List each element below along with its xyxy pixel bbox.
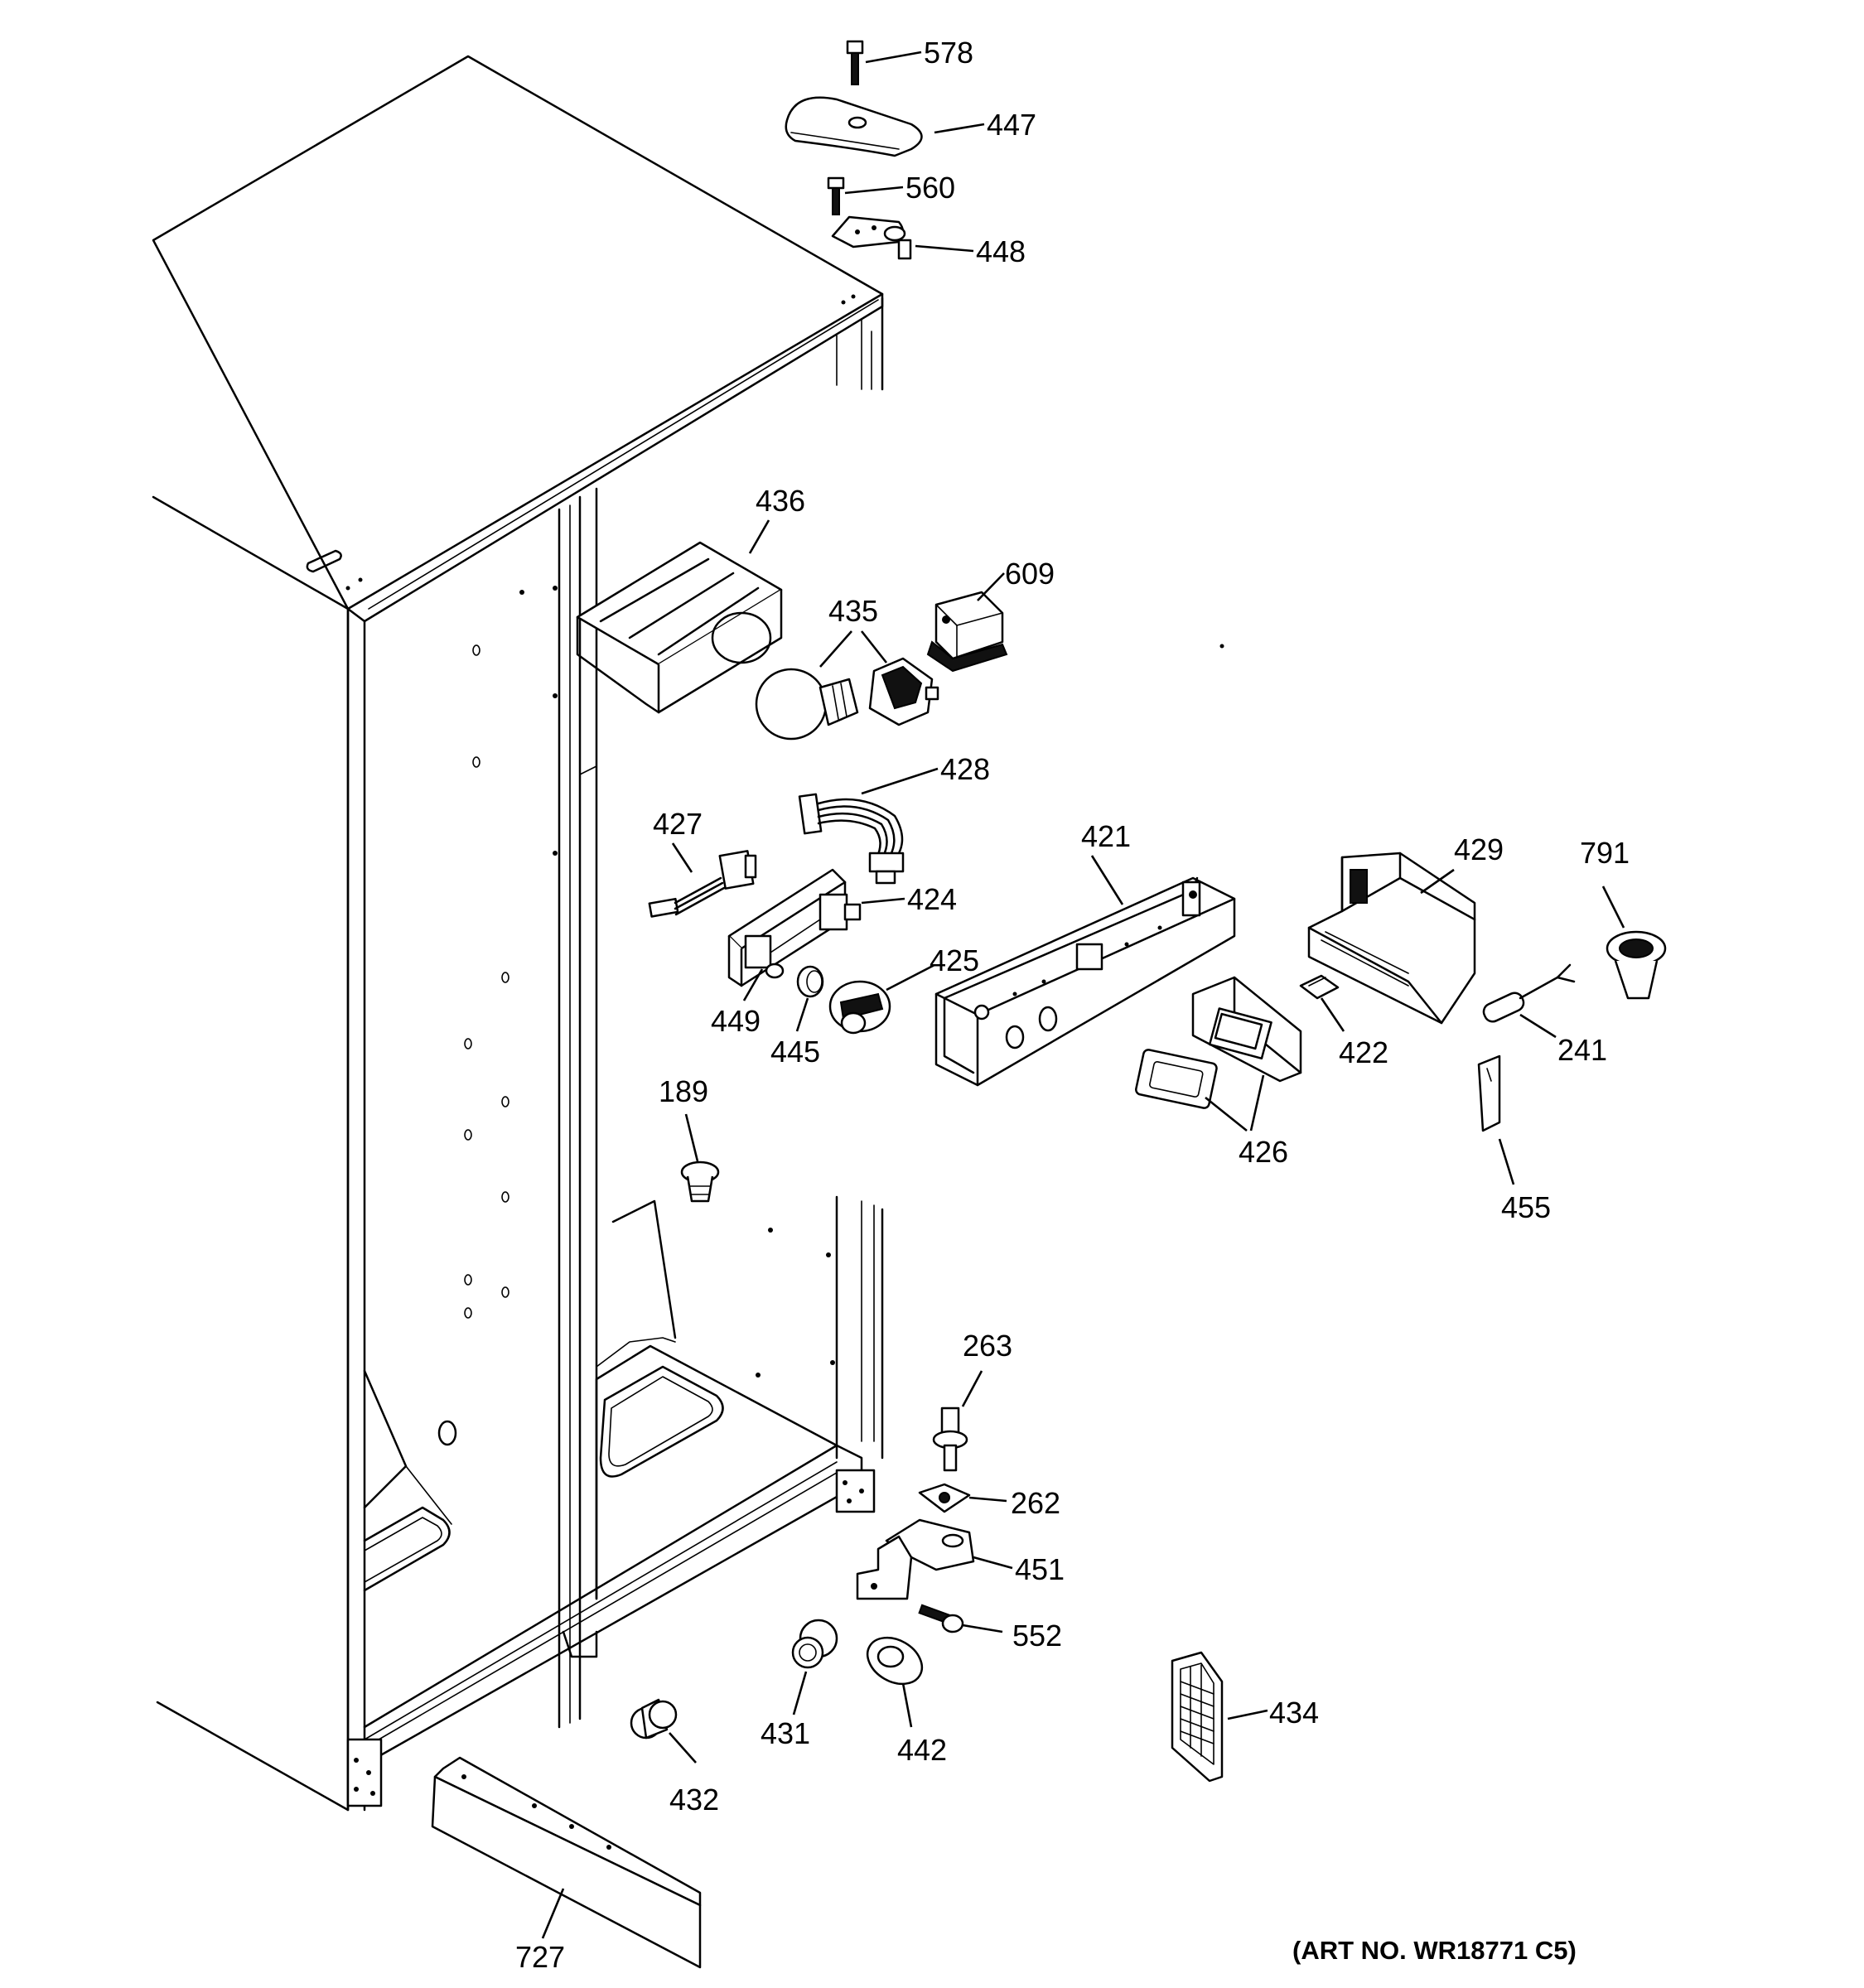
callout-727: 727 [515, 1940, 565, 1974]
part-578-screw [846, 40, 864, 85]
part-432-bushing [630, 1698, 678, 1740]
part-426-dispenser-housing [1191, 976, 1302, 1083]
part-436-light-shield [576, 541, 783, 714]
refrigerator-cabinet [152, 55, 1224, 1812]
callout-422: 422 [1339, 1035, 1388, 1069]
part-431-bushing [791, 1619, 838, 1669]
part-427-wire-harness [648, 850, 757, 918]
callout-560: 560 [905, 171, 955, 205]
callout-432: 432 [669, 1783, 719, 1817]
part-425-control-knob [828, 980, 891, 1035]
callout-241: 241 [1557, 1033, 1607, 1067]
part-262-washer [918, 1483, 971, 1513]
callout-labels: 578 447 560 448 436 609 435 428 427 421 … [515, 36, 1630, 1974]
part-429-dispenser-module [1307, 852, 1476, 1025]
art-number: (ART NO. WR18771 C5) [1292, 1936, 1577, 1965]
part-422-clip [1299, 974, 1340, 1000]
part-445-ring [796, 965, 824, 998]
part-442-cam [866, 1636, 924, 1686]
callout-442: 442 [897, 1733, 947, 1767]
callout-434: 434 [1269, 1696, 1319, 1730]
callout-449: 449 [711, 1004, 761, 1038]
callout-451: 451 [1015, 1552, 1065, 1586]
part-447-hinge-cover [785, 96, 923, 157]
part-727-kickplate [431, 1756, 702, 1969]
part-451-bottom-hinge [856, 1518, 975, 1600]
callout-455: 455 [1501, 1190, 1551, 1224]
callout-427: 427 [653, 807, 703, 841]
part-428-wire-harness [798, 793, 905, 885]
callout-552: 552 [1012, 1619, 1062, 1653]
part-560-screw [827, 176, 845, 215]
part-421-control-housing [934, 876, 1236, 1087]
callout-425: 425 [930, 943, 979, 977]
callout-791: 791 [1580, 836, 1630, 870]
leader-lines [541, 51, 1625, 1939]
callout-431: 431 [761, 1716, 810, 1750]
callout-189: 189 [659, 1074, 708, 1108]
part-263-hinge-pin [932, 1407, 968, 1472]
callout-445: 445 [770, 1035, 820, 1069]
callout-421: 421 [1081, 819, 1131, 853]
callout-578: 578 [924, 36, 973, 70]
part-434-grille [1171, 1651, 1224, 1783]
callout-428: 428 [940, 752, 990, 786]
callout-263: 263 [963, 1329, 1012, 1363]
callout-435: 435 [828, 594, 878, 628]
callout-426: 426 [1239, 1135, 1288, 1169]
part-455-spacer [1477, 1054, 1501, 1132]
part-552-screw [918, 1604, 964, 1633]
callout-448: 448 [976, 234, 1026, 268]
callout-609: 609 [1005, 557, 1055, 591]
part-241-sensor [1482, 963, 1576, 1023]
part-791-fitting [1606, 930, 1667, 1000]
part-435-light-bulb [755, 668, 859, 741]
part-609-door-switch [926, 591, 1008, 673]
part-426-dispenser-bezel [1135, 1049, 1218, 1109]
part-424-control-assembly [727, 868, 862, 987]
callout-262: 262 [1011, 1486, 1060, 1520]
callout-447: 447 [987, 108, 1036, 142]
callout-429: 429 [1454, 832, 1504, 866]
callout-436: 436 [756, 484, 805, 518]
part-448-top-hinge [831, 215, 912, 260]
part-435-light-socket [868, 657, 939, 726]
callout-424: 424 [907, 882, 957, 916]
part-189-plug [680, 1160, 720, 1203]
